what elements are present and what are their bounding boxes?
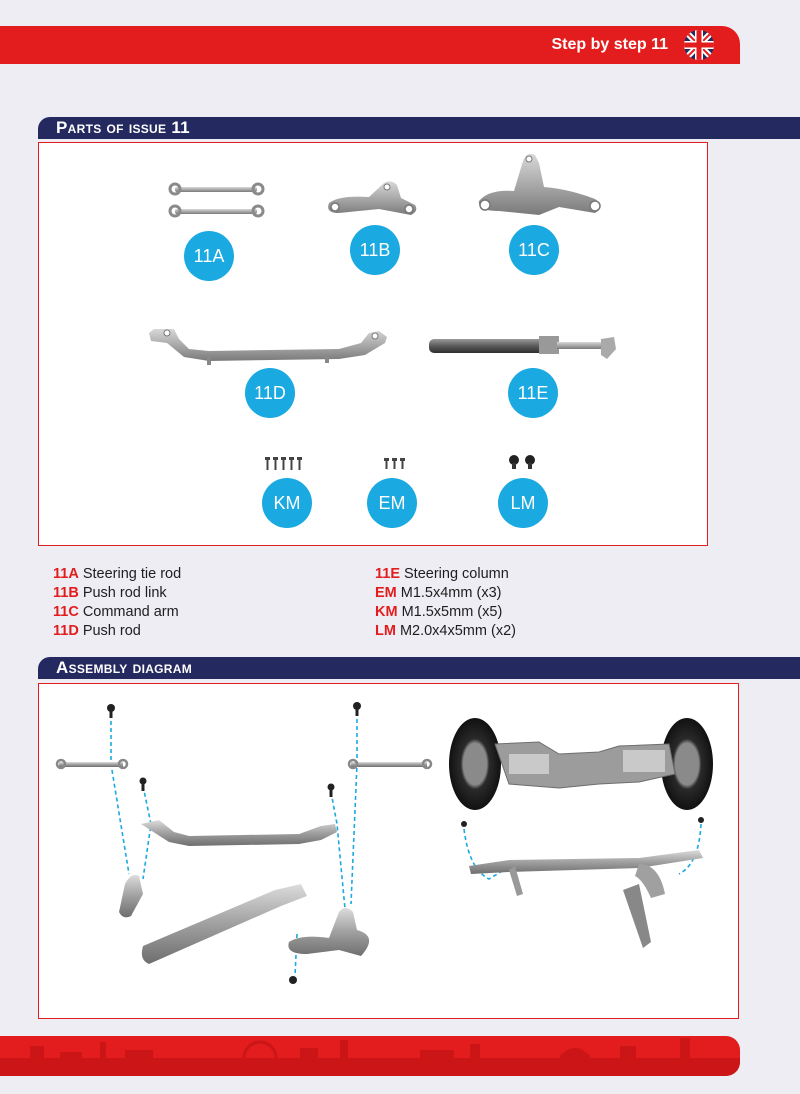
lm-screws: [509, 455, 535, 469]
parts-title: Parts of issue 11: [56, 118, 190, 137]
header-title: Step by step 11: [551, 36, 669, 53]
city-skyline-decoration: [0, 1038, 740, 1076]
assembly-arm: [288, 908, 370, 956]
badge-em: EM: [367, 478, 417, 528]
badge-11c: 11C: [509, 225, 559, 275]
tie-rod-part: [168, 182, 265, 218]
header-band: Step by step 11: [0, 26, 740, 64]
parts-section-bar: Parts of issue 11: [38, 117, 800, 139]
assembly-title: Assembly diagram: [56, 658, 193, 677]
assembly-push-rod: [141, 820, 337, 846]
assembled-axle: [449, 718, 713, 948]
parts-illustrations: [149, 153, 616, 470]
uk-flag-icon: [684, 30, 714, 60]
parts-panel: 11A 11B 11C 11D 11E KM EM LM: [38, 142, 708, 546]
assembly-column: [141, 884, 307, 964]
footer-band: [0, 1036, 740, 1076]
assembly-link: [119, 875, 143, 918]
push-rod-link-part: [328, 181, 417, 215]
assembly-screws: [107, 702, 704, 984]
assembly-panel: [38, 683, 739, 1019]
badge-11a: 11A: [184, 231, 234, 281]
badge-11e: 11E: [508, 368, 558, 418]
push-rod-part: [149, 329, 387, 365]
assembly-section-bar: Assembly diagram: [38, 657, 800, 679]
command-arm-part: [478, 153, 601, 215]
badge-11b: 11B: [350, 225, 400, 275]
assembly-illustration: [55, 702, 713, 984]
assembly-tie-rods: [55, 758, 433, 770]
badge-11d: 11D: [245, 368, 295, 418]
badge-lm: LM: [498, 478, 548, 528]
badge-km: KM: [262, 478, 312, 528]
em-screws: [384, 458, 405, 469]
steering-column-part: [429, 336, 616, 359]
km-screws: [265, 457, 302, 470]
